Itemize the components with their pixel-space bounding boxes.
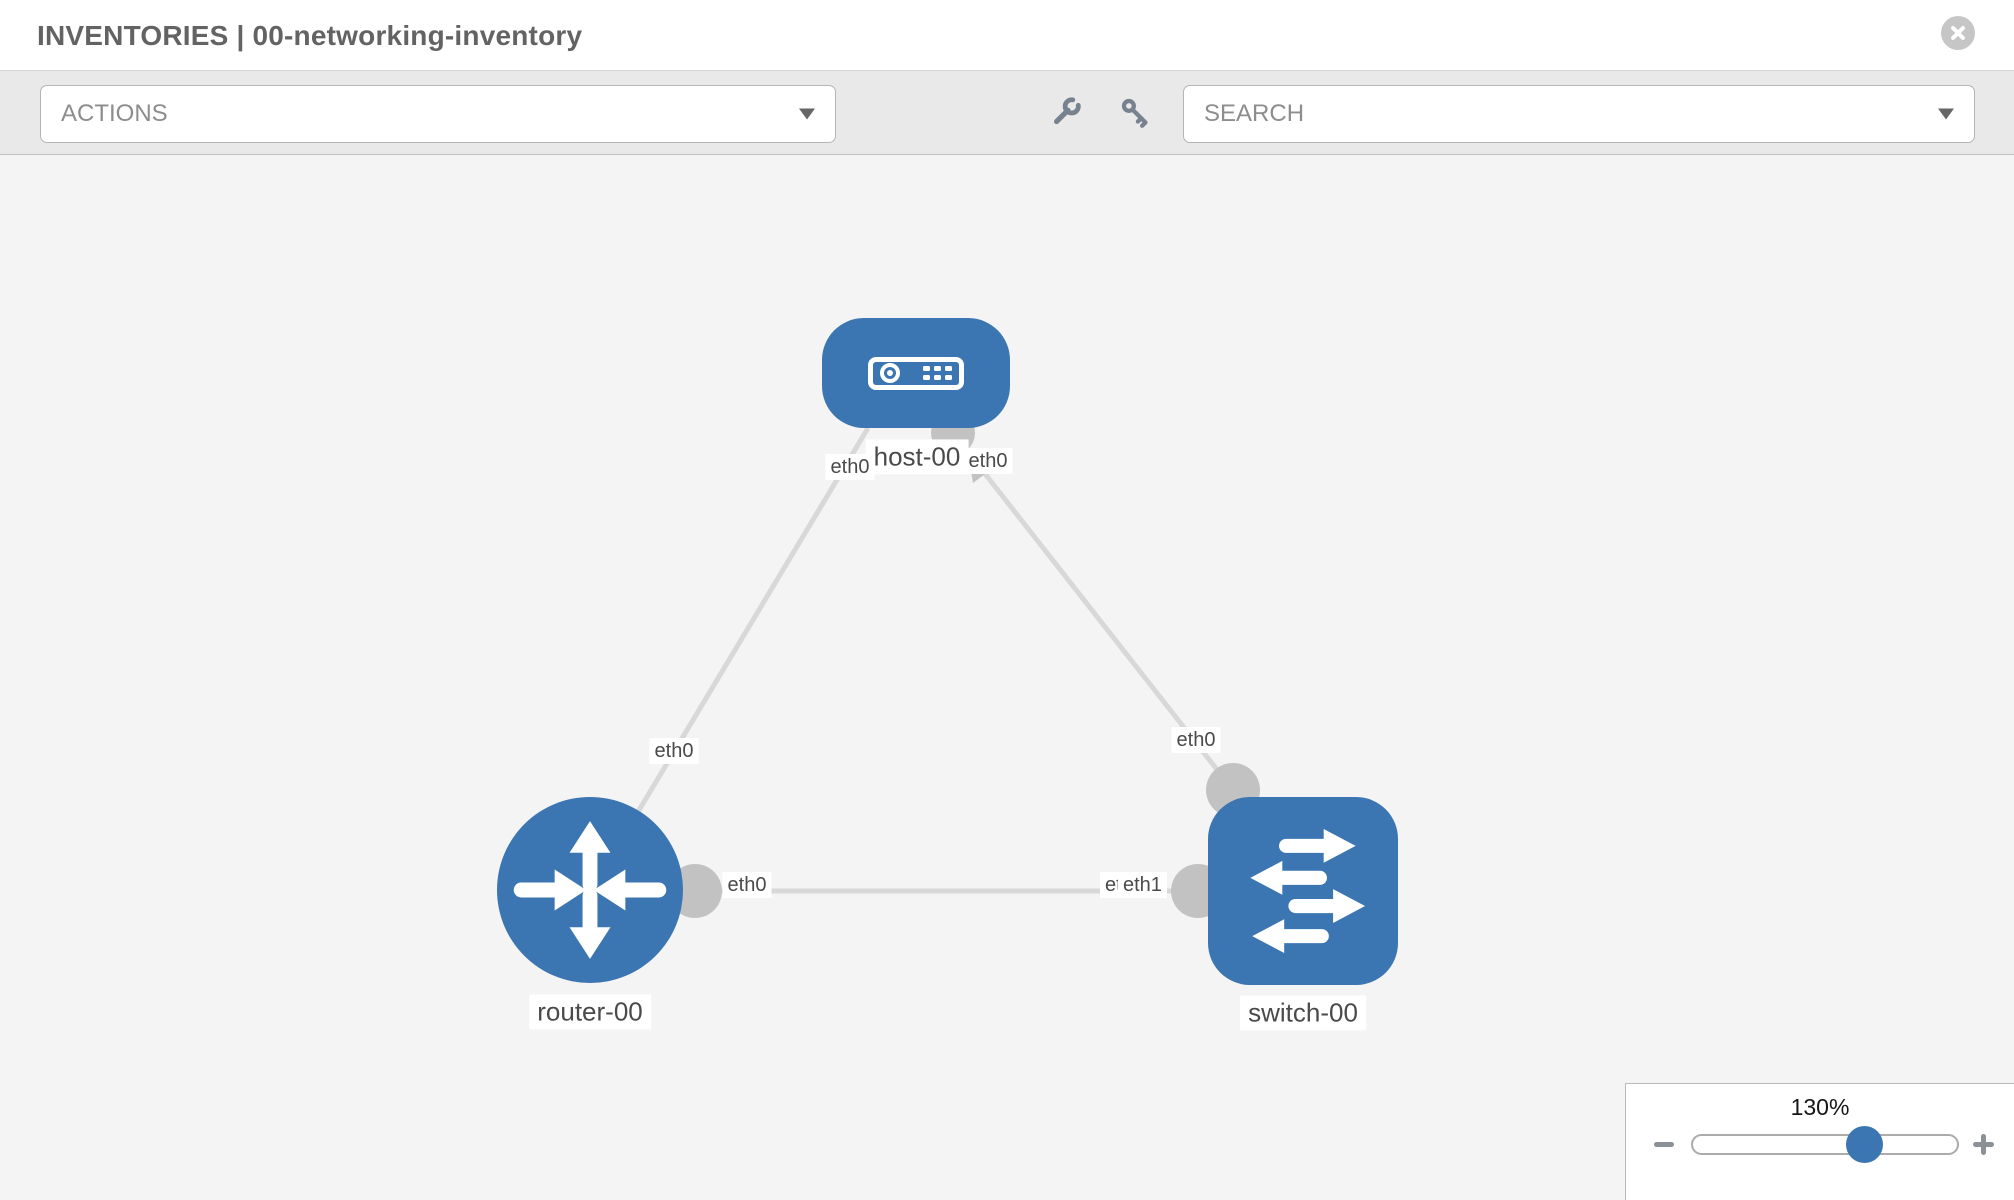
toolbar: ACTIONS SEARCH	[0, 71, 2014, 155]
zoom-panel: 130%	[1625, 1083, 2014, 1200]
router-icon	[513, 821, 667, 959]
actions-dropdown[interactable]: ACTIONS	[40, 85, 836, 143]
if-label-host-right: eth0	[963, 448, 1013, 474]
chevron-down-icon	[1938, 108, 1954, 120]
plus-icon[interactable]	[1973, 1134, 1994, 1155]
search-dropdown-label: SEARCH	[1204, 100, 1305, 127]
page-title: INVENTORIES | 00-networking-inventory	[37, 20, 583, 51]
header-bar: INVENTORIES | 00-networking-inventory	[0, 0, 2014, 71]
chevron-down-icon	[799, 108, 815, 120]
node-switch-00[interactable]	[1208, 797, 1398, 985]
topology-canvas[interactable]: host-00 router-00 switch-00 eth0 eth0 et…	[0, 155, 2014, 1200]
search-dropdown[interactable]: SEARCH	[1183, 85, 1975, 143]
switch-icon	[1250, 828, 1366, 954]
close-icon[interactable]	[1941, 16, 1975, 50]
minus-icon[interactable]	[1654, 1142, 1674, 1147]
node-label-router: router-00	[529, 994, 651, 1030]
zoom-level: 130%	[1790, 1094, 1850, 1120]
if-label-router-right: eth0	[722, 872, 772, 898]
node-router-00[interactable]	[497, 797, 683, 983]
zoom-slider-handle[interactable]	[1846, 1126, 1883, 1163]
node-label-host: host-00	[865, 439, 969, 475]
host-knob-icon	[880, 363, 900, 383]
node-host-00[interactable]	[822, 318, 1010, 428]
host-icon	[868, 356, 964, 390]
wrench-icon[interactable]	[1050, 96, 1084, 130]
if-label-host-left: eth0	[825, 454, 875, 480]
topology-links	[587, 411, 1260, 918]
actions-dropdown-label: ACTIONS	[61, 100, 168, 127]
node-label-switch: switch-00	[1240, 995, 1366, 1031]
host-ports-icon	[923, 366, 952, 380]
key-icon[interactable]	[1119, 96, 1153, 130]
zoom-slider[interactable]	[1691, 1134, 1959, 1155]
if-label-switch-uplink: eth0	[1171, 727, 1221, 753]
if-label-switch-left-over: eth1	[1118, 872, 1167, 898]
if-label-router-uplink: eth0	[649, 738, 699, 764]
